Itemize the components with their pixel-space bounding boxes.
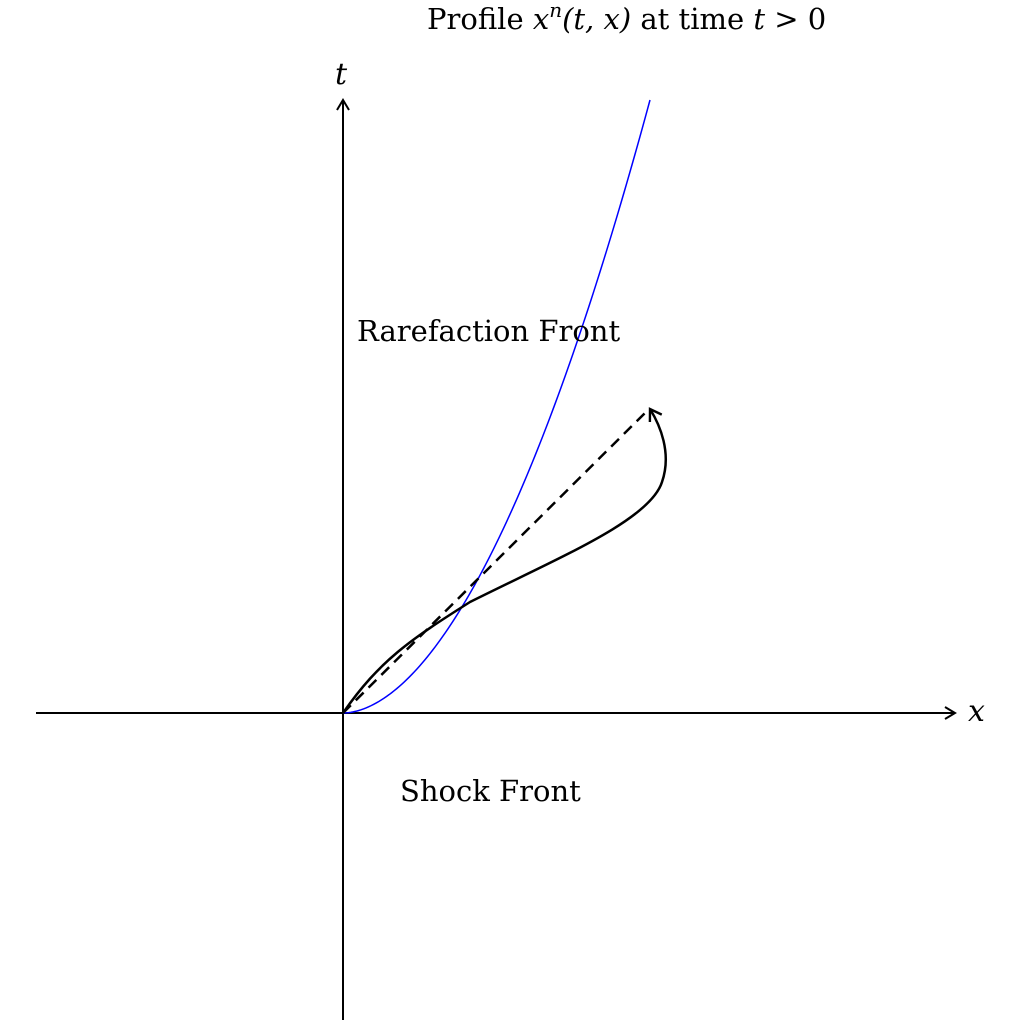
shock-front-label: Shock Front: [400, 774, 581, 808]
title-condition: > 0: [765, 2, 826, 36]
title-prefix: Profile: [427, 2, 533, 36]
characteristic-arrow: [341, 409, 667, 714]
title-superscript: n: [549, 0, 562, 22]
dashed-ray: [342, 408, 650, 714]
rarefaction-front-label: Rarefaction Front: [357, 314, 620, 348]
diagram-title: Profile xn(t, x) at time t > 0: [427, 0, 826, 36]
t-axis-label: t: [335, 57, 348, 92]
profile-curve: [342, 99, 651, 714]
title-var: t: [753, 2, 765, 36]
title-args: (t, x): [562, 2, 631, 36]
title-middle: at time: [631, 2, 753, 36]
title-func: x: [533, 2, 549, 36]
x-axis-label: x: [968, 694, 985, 729]
